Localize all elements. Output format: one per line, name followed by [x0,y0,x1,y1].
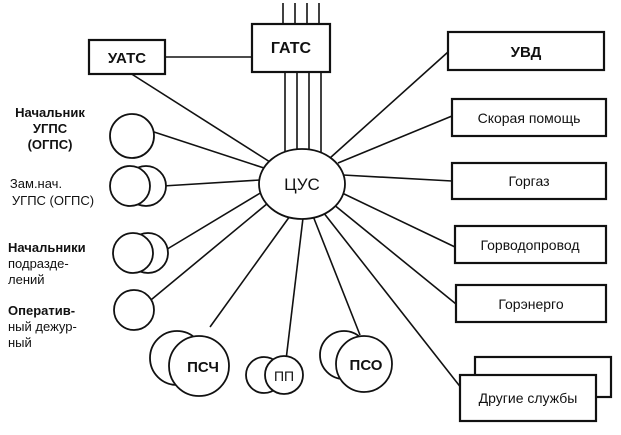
label-line: УГПС (ОГПС) [12,193,94,208]
label-line: ный [8,335,32,350]
left-circle-deputy [109,165,167,207]
bottom-circle-label: ПСЧ [187,359,219,376]
gats-box: ГАТС [250,22,332,74]
label-line: Оператив- [8,303,75,318]
label-line: Зам.нач. [10,176,62,191]
gats-label: ГАТС [271,40,312,57]
bottom-circle-pso: ПСО [319,330,393,393]
label-line: (ОГПС) [28,137,73,152]
left-circle-unit-chiefs [112,232,169,274]
right-box-gorvodoprovod: Горводопровод [453,224,608,265]
bottom-circle-label: ПСО [350,357,383,374]
label-line: ный дежур- [8,319,77,334]
right-box-other-services: Другие службы [458,355,613,423]
right-box-uvd: УВД [446,30,606,72]
label-line: лений [8,272,45,287]
left-label-chief: Начальник УГПС (ОГПС) [15,105,85,152]
label-line: Начальник [15,105,85,120]
left-circle-duty-officer [113,289,155,331]
right-box-label: УВД [511,44,542,61]
bottom-circle-pp: ПП [245,355,304,395]
left-label-deputy: Зам.нач. УГПС (ОГПС) [10,176,94,208]
bottom-circle-psch: ПСЧ [149,330,230,397]
label-line: подразде- [8,256,69,271]
right-box-label: Скорая помощь [478,110,581,126]
bottom-circle-label: ПП [274,368,294,384]
uats-label: УАТС [108,50,146,67]
right-box-label: Горгаз [508,173,549,189]
left-label-duty-officer: Оператив- ный дежур- ный [8,303,77,350]
right-box-gorenergo: Горэнерго [454,283,608,324]
left-circle-chief [109,113,155,159]
left-label-unit-chiefs: Начальники подразде- лений [8,240,86,287]
connector-lines [129,3,463,390]
right-box-label: Горэнерго [498,296,563,312]
label-line: УГПС [33,121,68,136]
right-box-gorgaz: Горгаз [450,161,608,201]
label-line: Начальники [8,240,86,255]
right-box-ambulance: Скорая помощь [450,97,608,138]
right-box-label: Горводопровод [480,237,579,253]
center-label: ЦУС [284,175,320,194]
uats-box: УАТС [87,38,167,76]
right-box-label: Другие службы [479,390,578,406]
center-node: ЦУС [258,148,346,220]
